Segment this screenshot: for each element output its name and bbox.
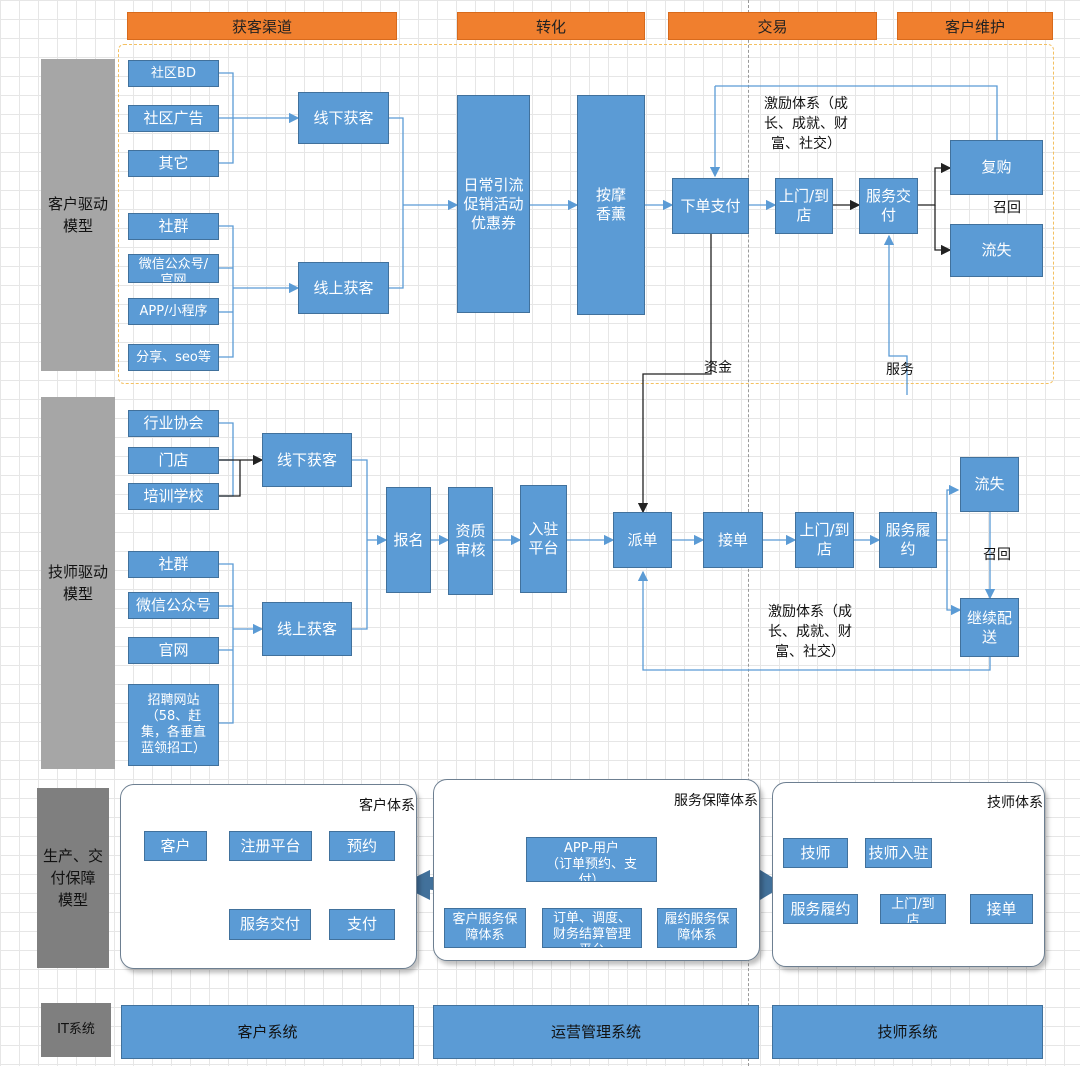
panel-service-guarantee-title: 服务保障体系 bbox=[674, 793, 758, 809]
tech-churn: 流失 bbox=[960, 457, 1019, 512]
customer-channel-community-ads: 社区广告 bbox=[128, 105, 219, 132]
tech-recall-label: 召回 bbox=[983, 547, 1011, 563]
p3-service-fulfillment: 服务履约 bbox=[783, 894, 858, 924]
tech-signup: 报名 bbox=[386, 487, 431, 593]
it-customer-system: 客户系统 bbox=[121, 1005, 414, 1059]
customer-churn: 流失 bbox=[950, 224, 1043, 277]
tech-incentive-label: 激励体系（成 长、成就、财 富、社交） bbox=[768, 604, 852, 660]
it-technician-system: 技师系统 bbox=[772, 1005, 1043, 1059]
tech-channel-wechat: 微信公众号 bbox=[128, 592, 219, 619]
p1-delivery: 服务交付 bbox=[229, 909, 311, 940]
customer-promotion: 日常引流 促销活动 优惠券 bbox=[457, 95, 530, 313]
tech-dispatch: 派单 bbox=[613, 512, 672, 568]
p1-payment: 支付 bbox=[329, 909, 395, 940]
tech-offline-acquisition: 线下获客 bbox=[262, 433, 352, 487]
p1-customer: 客户 bbox=[144, 831, 207, 861]
customer-channel-other: 其它 bbox=[128, 150, 219, 177]
panel-customer-system-title: 客户体系 bbox=[359, 798, 415, 814]
tech-channel-recruitment: 招聘网站 （58、赶 集，各垂直 蓝领招工） bbox=[128, 684, 219, 766]
p3-home-visit: 上门/到 店 bbox=[880, 894, 946, 924]
side-it-system: IT系统 bbox=[41, 1003, 111, 1057]
customer-channel-share-seo: 分享、seo等 bbox=[128, 344, 219, 371]
customer-offline-acquisition: 线下获客 bbox=[298, 92, 389, 144]
tech-channel-community: 社群 bbox=[128, 551, 219, 578]
customer-online-acquisition: 线上获客 bbox=[298, 262, 389, 314]
funds-label: 资金 bbox=[704, 360, 732, 376]
tech-service-fulfillment: 服务履 约 bbox=[879, 512, 937, 568]
customer-service-delivery: 服务交 付 bbox=[859, 178, 918, 234]
side-customer-model: 客户驱动 模型 bbox=[41, 59, 115, 371]
customer-channel-wechat: 微信公众号/ 官网 bbox=[128, 254, 219, 283]
it-operations-system: 运营管理系统 bbox=[433, 1005, 759, 1059]
header-acquisition: 获客渠道 bbox=[127, 12, 397, 40]
customer-model-outline bbox=[118, 44, 1054, 384]
tech-channel-website: 官网 bbox=[128, 637, 219, 664]
header-transaction: 交易 bbox=[668, 12, 877, 40]
service-label: 服务 bbox=[886, 362, 914, 378]
tech-online-acquisition: 线上获客 bbox=[262, 602, 352, 656]
p3-technician-join: 技师入驻 bbox=[865, 838, 932, 868]
tech-channel-training-school: 培训学校 bbox=[128, 483, 219, 510]
p1-register: 注册平台 bbox=[229, 831, 312, 861]
side-production-model: 生产、交 付保障 模型 bbox=[37, 788, 109, 968]
p2-app-user: APP-用户 （订单预约、支 付） bbox=[526, 837, 657, 882]
tech-qualification-review: 资质 审核 bbox=[448, 487, 493, 595]
customer-channel-community-group: 社群 bbox=[128, 213, 219, 240]
tech-join-platform: 入驻 平台 bbox=[520, 485, 567, 593]
side-tech-model: 技师驱动 模型 bbox=[41, 397, 115, 769]
tech-channel-store: 门店 bbox=[128, 447, 219, 474]
customer-product-massage: 按摩 香薰 bbox=[577, 95, 645, 315]
customer-recall-label: 召回 bbox=[993, 200, 1021, 216]
customer-repurchase: 复购 bbox=[950, 140, 1043, 195]
header-conversion: 转化 bbox=[457, 12, 645, 40]
p2-fulfillment-service: 履约服务保 障体系 bbox=[657, 908, 737, 948]
tech-channel-industry-association: 行业协会 bbox=[128, 410, 219, 437]
p3-accept-order: 接单 bbox=[970, 894, 1033, 924]
panel-technician-system-title: 技师体系 bbox=[987, 795, 1043, 811]
header-retention: 客户维护 bbox=[897, 12, 1053, 40]
customer-channel-community-bd: 社区BD bbox=[128, 60, 219, 87]
customer-home-visit: 上门/到 店 bbox=[775, 178, 833, 234]
p1-reserve: 预约 bbox=[329, 831, 395, 861]
customer-order-payment: 下单支付 bbox=[672, 178, 749, 234]
customer-channel-app: APP/小程序 bbox=[128, 298, 219, 325]
tech-home-visit: 上门/到 店 bbox=[795, 512, 854, 568]
customer-incentive-label: 激励体系（成 长、成就、财 富、社交） bbox=[764, 96, 848, 152]
tech-accept-order: 接单 bbox=[703, 512, 763, 568]
p2-customer-service: 客户服务保 障体系 bbox=[444, 908, 526, 948]
tech-continue-delivery: 继续配 送 bbox=[960, 598, 1019, 657]
p2-order-platform: 订单、调度、 财务结算管理 平台 bbox=[542, 908, 642, 948]
p3-technician: 技师 bbox=[783, 838, 848, 868]
panel-technician-system bbox=[772, 782, 1045, 967]
